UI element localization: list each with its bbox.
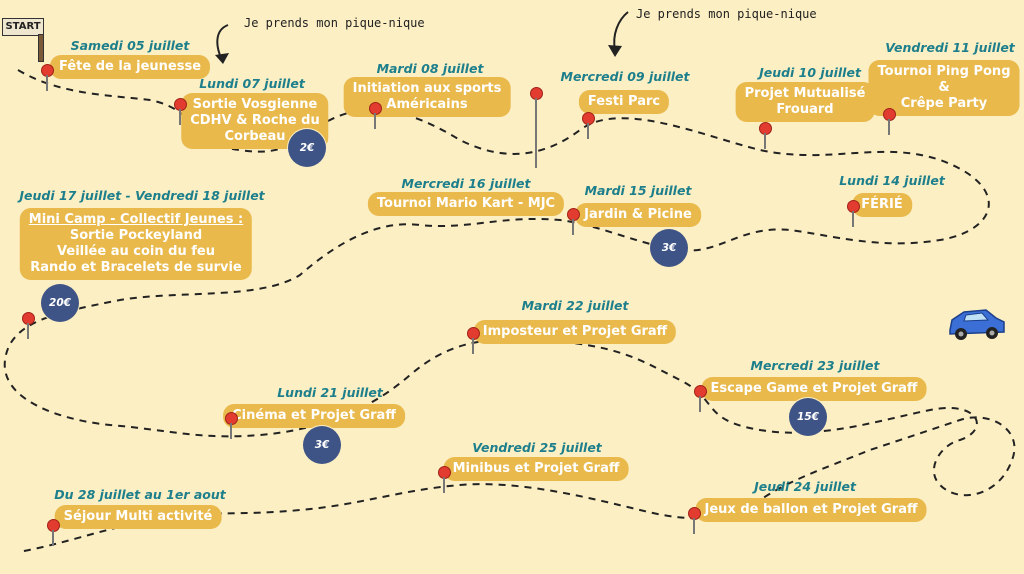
map-pin-icon: [567, 208, 580, 238]
event-box: Fête de la jeunesse: [49, 55, 211, 79]
map-pin-icon: [582, 112, 595, 142]
event-day: Du 28 juillet au 1er aout: [54, 487, 226, 502]
map-pin-icon: [530, 87, 543, 168]
event-line: FÉRIÉ: [861, 197, 903, 212]
event-line: Cinéma et Projet Graff: [232, 408, 396, 423]
event-box: Jeux de ballon et Projet Graff: [695, 498, 927, 522]
event-line: Initiation aux sports: [352, 81, 502, 96]
event-line: Fête de la jeunesse: [58, 59, 202, 74]
map-pin-icon: [694, 385, 707, 415]
start-label: START: [2, 18, 44, 36]
event-day: Mercredi 09 juillet: [560, 69, 690, 84]
event-day: Jeudi 17 juillet - Vendredi 18 juillet: [19, 188, 265, 203]
event-box: Escape Game et Projet Graff: [701, 377, 927, 401]
map-pin-icon: [22, 312, 35, 342]
event-day: Lundi 14 juillet: [839, 173, 945, 188]
event-line: Jardin & Picine: [584, 207, 692, 222]
map-pin-icon: [174, 98, 187, 128]
event-day: Mardi 15 juillet: [584, 183, 692, 198]
event-day: Mardi 08 juillet: [376, 61, 484, 76]
event-box: Mini Camp - Collectif Jeunes : Sortie Po…: [19, 208, 253, 280]
event-line: Veillée au coin du feu: [57, 244, 215, 259]
event-line: Rando et Bracelets de survie: [30, 260, 242, 275]
event-line: Jeux de ballon et Projet Graff: [704, 502, 918, 517]
picnic-note: Je prends mon pique-nique: [636, 7, 817, 21]
event-day: Jeudi 10 juillet: [759, 65, 861, 80]
price-badge: 15€: [791, 400, 825, 434]
event-line: Tournoi Ping Pong: [877, 64, 1011, 79]
picnic-note: Je prends mon pique-nique: [244, 16, 425, 30]
map-pin-icon: [47, 519, 60, 549]
event-line: Américains: [386, 97, 468, 112]
event-box: Projet Mutualisé Frouard: [735, 82, 875, 122]
map-pin-icon: [759, 122, 772, 152]
event-day: Vendredi 25 juillet: [472, 440, 602, 455]
event-box: Sortie Vosgienne CDHV & Roche du Corbeau: [181, 93, 329, 149]
map-pin-icon: [41, 64, 54, 94]
event-day: Vendredi 11 juillet: [885, 40, 1015, 55]
event-box: Festi Parc: [578, 90, 670, 114]
map-pin-icon: [688, 507, 701, 537]
price-badge: 2€: [290, 131, 324, 165]
event-day: Mercredi 16 juillet: [401, 176, 531, 191]
map-pin-icon: [369, 102, 382, 132]
map-pin-icon: [467, 327, 480, 357]
start-sign-post: [38, 34, 44, 62]
start-sign: START: [2, 18, 44, 62]
event-day: Mercredi 23 juillet: [750, 358, 880, 373]
event-day: Jeudi 24 juillet: [754, 479, 856, 494]
event-day: Lundi 21 juillet: [277, 385, 383, 400]
event-line: Tournoi Mario Kart - MJC: [376, 196, 556, 211]
event-day: Samedi 05 juillet: [70, 38, 190, 53]
event-line: &: [938, 80, 950, 95]
map-pin-icon: [883, 108, 896, 138]
event-box: Jardin & Picine: [575, 203, 701, 227]
map-pin-icon: [438, 466, 451, 496]
event-box: Séjour Multi activité: [54, 505, 222, 529]
price-badge: 3€: [652, 231, 686, 265]
event-line: Minibus et Projet Graff: [452, 461, 620, 476]
event-line: CDHV & Roche du: [190, 113, 320, 128]
event-line: Festi Parc: [587, 94, 661, 109]
event-line: Imposteur et Projet Graff: [482, 324, 668, 339]
event-day: Mardi 22 juillet: [521, 298, 629, 313]
event-box: FÉRIÉ: [852, 193, 912, 217]
event-line: Crêpe Party: [900, 96, 988, 111]
car-icon: [949, 309, 1005, 340]
event-line: Escape Game et Projet Graff: [710, 381, 918, 396]
event-line: Sortie Pockeyland: [69, 228, 203, 243]
price-badge: 20€: [43, 286, 77, 320]
price-badge: 3€: [305, 428, 339, 462]
event-box: Minibus et Projet Graff: [443, 457, 629, 481]
event-box: Tournoi Ping Pong & Crêpe Party: [868, 60, 1020, 116]
event-line: Frouard: [776, 102, 834, 117]
event-line: Corbeau: [224, 129, 286, 144]
event-box: Cinéma et Projet Graff: [223, 404, 405, 428]
event-line: Séjour Multi activité: [63, 509, 213, 524]
event-title: Mini Camp - Collectif Jeunes :: [28, 212, 244, 227]
map-pin-icon: [225, 412, 238, 442]
event-line: Sortie Vosgienne: [192, 97, 318, 112]
event-box: Tournoi Mario Kart - MJC: [367, 192, 565, 216]
event-line: Projet Mutualisé: [744, 86, 866, 101]
event-box: Imposteur et Projet Graff: [473, 320, 677, 344]
map-pin-icon: [847, 200, 860, 230]
event-day: Lundi 07 juillet: [199, 76, 305, 91]
